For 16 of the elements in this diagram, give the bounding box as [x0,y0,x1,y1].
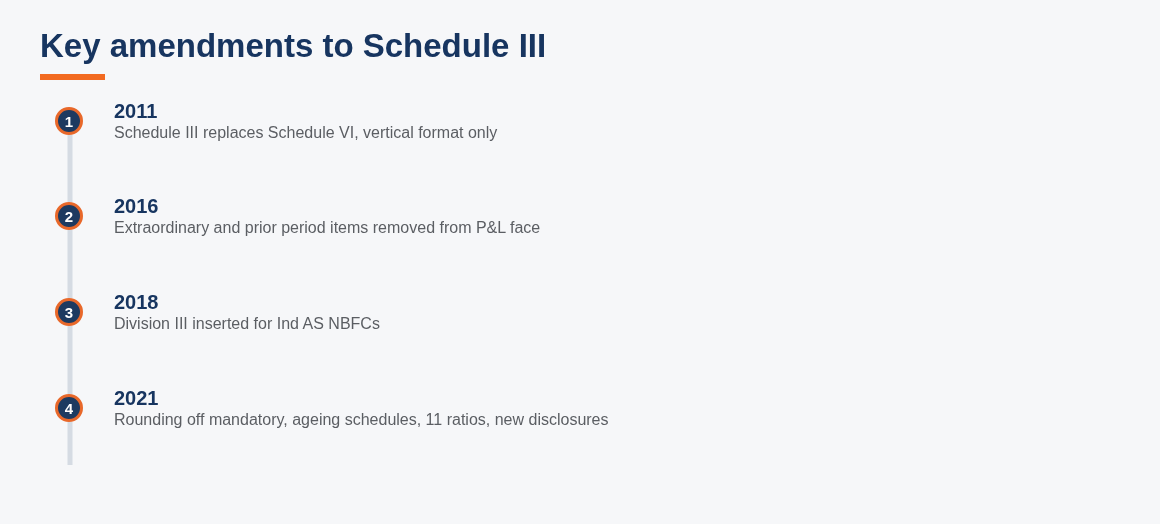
description-text: Rounding off mandatory, ageing schedules, 11 ratios, new disclosures [114,410,609,430]
step-number-marker: 3 [55,298,83,326]
step-number-marker: 2 [55,202,83,230]
step-number-marker: 4 [55,394,83,422]
title: Key amendments to Schedule III [40,26,547,66]
description-text: Extraordinary and prior period items removed from P&L face [114,218,541,238]
description-text: Division III inserted for Ind AS NBFCs [114,314,380,334]
timeline-connector [67,230,73,298]
description-text: Schedule III replaces Schedule VI, vertical format only [114,123,498,143]
year-label: 2016 [114,194,159,218]
timeline-connector [67,326,73,394]
step-number-marker: 1 [55,107,83,135]
year-label: 2011 [114,99,158,123]
year-label: 2018 [114,290,159,314]
timeline-connector [67,135,73,202]
year-label: 2021 [114,386,159,410]
